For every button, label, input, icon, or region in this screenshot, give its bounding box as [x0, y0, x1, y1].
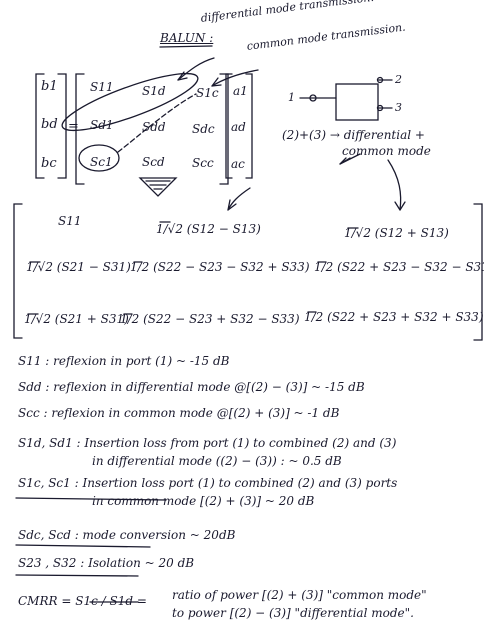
note-line: S11 : reflexion in port (1) ~ -15 dB	[18, 354, 230, 368]
matrix-cell: Scd	[142, 155, 165, 169]
comm-arrow	[211, 69, 259, 87]
port1-node	[309, 94, 317, 102]
expanded-cell: 1/√2 (S12 − S13)	[156, 222, 261, 236]
matrix-cell: S11	[90, 80, 114, 94]
a-vector-right-bracket	[245, 73, 253, 179]
balun-box	[335, 83, 379, 121]
note-line: in differential mode ((2) − (3)) : ~ 0.5…	[92, 454, 342, 468]
note-line: in common mode [(2) + (3)] ~ 20 dB	[92, 494, 315, 508]
separator-3	[15, 574, 139, 577]
b-vector-item: bc	[41, 156, 57, 171]
matrix-cell: Sdc	[192, 122, 215, 136]
a-vector-item: a1	[233, 84, 248, 98]
a-vector-item: ac	[231, 157, 245, 171]
b-vector-item: bd	[41, 117, 58, 132]
expanded-cell: 1/√2 (S12 + S13)	[344, 226, 449, 240]
sc1-loop	[78, 144, 120, 172]
mode-sum-text: (2)+(3) → differential +	[282, 128, 425, 142]
b-vector-item: b1	[41, 79, 58, 94]
port2-node	[376, 76, 384, 84]
note-line: S1d, Sd1 : Insertion loss from port (1) …	[18, 436, 397, 450]
matrix-cell: Sdd	[142, 120, 166, 134]
center-arrowhead	[227, 199, 237, 211]
expanded-cell: 1/2 (S22 + S23 + S32 + S33)	[304, 310, 484, 324]
hatched-arrow-head	[138, 177, 178, 197]
matrix-cell: Sc1	[90, 155, 113, 169]
diff-arrowhead	[177, 71, 188, 81]
matrix-cell: Scc	[192, 156, 214, 170]
separator-2	[15, 544, 151, 548]
port3-node	[376, 104, 384, 112]
page-title: BALUN :	[160, 31, 214, 45]
note-line: Sdc, Scd : mode conversion ~ 20dB	[18, 528, 236, 542]
matrix-cell: S1d	[142, 84, 166, 98]
equals-sign: =	[68, 119, 79, 134]
expanded-cell: S11	[58, 214, 82, 228]
common-link	[117, 93, 197, 153]
s-matrix-right-bracket	[219, 73, 229, 185]
expanded-cell: 1/2 (S22 + S23 − S32 − S33)	[314, 260, 484, 274]
mode-sum-text-2: common mode	[342, 144, 431, 158]
note-line: to power [(2) − (3)] "differential mode"…	[172, 606, 414, 620]
common-down-arrow	[387, 159, 402, 211]
b-vector-left-bracket	[35, 73, 45, 179]
note-line: S1c, Sc1 : Insertion loss port (1) to co…	[18, 476, 398, 490]
expanded-right-bracket	[473, 203, 483, 341]
note-line: Scc : reflexion in common mode @[(2) + (…	[18, 406, 340, 420]
matrix-cell: Sd1	[90, 118, 114, 132]
common-down-arrowhead	[394, 201, 406, 211]
differential-loop	[61, 72, 199, 132]
sum-arrowhead	[339, 157, 351, 165]
port1-label: 1	[288, 91, 295, 104]
comm-arrowhead	[211, 77, 222, 87]
a-vector-left-bracket	[225, 73, 233, 179]
b-vector-right-bracket	[57, 73, 67, 179]
expanded-left-bracket	[13, 203, 23, 339]
title-underline	[159, 45, 213, 48]
separator-1	[15, 497, 167, 501]
note-line: Sdd : reflexion in differential mode @[(…	[18, 380, 365, 394]
expanded-cell: 1/√2 (S21 − S31)	[26, 260, 131, 274]
expanded-cell: 1/2 (S22 − S23 − S32 + S33)	[130, 260, 310, 274]
note-line: ratio of power [(2) + (3)] "common mode"	[172, 588, 427, 602]
diff-arrow	[177, 57, 215, 81]
a-vector-item: ad	[231, 120, 246, 134]
s-matrix-left-bracket	[75, 73, 85, 185]
port3-label: 3	[395, 101, 402, 114]
matrix-cell: S1c	[196, 86, 219, 100]
expanded-cell: 1/√2 (S21 + S31)	[24, 312, 129, 326]
note-line: S23 , S32 : Isolation ~ 20 dB	[18, 556, 195, 570]
center-arrow	[227, 187, 251, 211]
hatched-arrow-fill	[145, 180, 171, 190]
expanded-cell: 1/2 (S22 − S23 + S32 − S33)	[120, 312, 300, 326]
cmrr-label: CMRR = S1c / S1d =	[18, 594, 147, 608]
port2-label: 2	[395, 73, 402, 86]
